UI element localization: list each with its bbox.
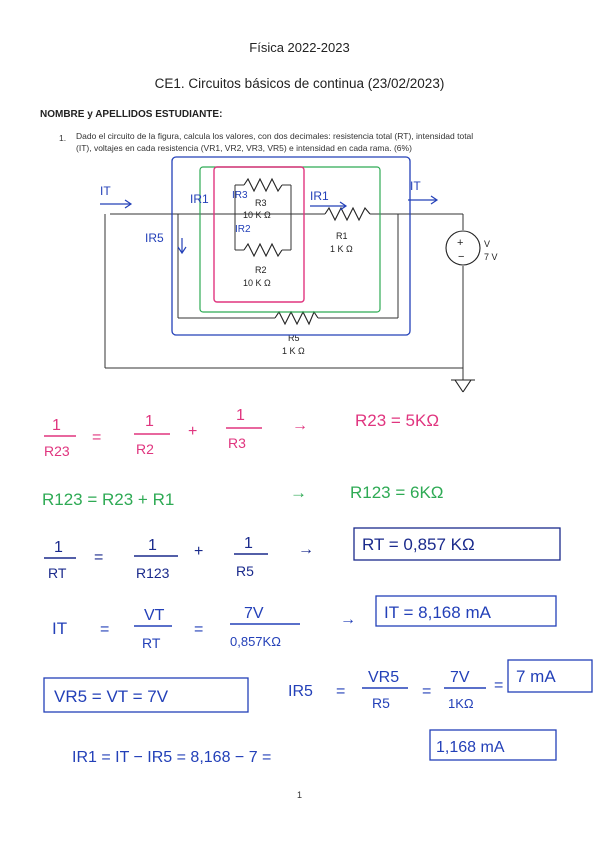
l3-result: RT = 0,857 KΩ [362,535,475,554]
note-ir1-top: IR1 [310,189,329,203]
l3-t2-num: 1 [244,535,253,552]
l1-t2-den: R3 [228,435,246,451]
l5-lhs: IR5 [288,683,313,700]
work-line3: 1 RT = 1 R123 + 1 R5 → RT = 0,857 KΩ [44,527,561,581]
l4-result-box [375,595,557,627]
student-name-label: NOMBRE y APELLIDOS ESTUDIANTE: [40,109,223,120]
label-source-value: 7 V [484,252,498,262]
mesh-outline-green [199,166,381,313]
l1-t1-num: 1 [145,413,154,430]
note-ir5: IR5 [145,231,164,245]
mesh-outline-pink [213,166,305,303]
l2-text: R123 = R23 + R1 [42,490,174,509]
l5-boxed-box [43,677,249,713]
l3-eq: = [94,549,103,566]
l1-t1-den: R2 [136,441,154,457]
note-ir3: IR3 [232,190,248,201]
label-r3: R3 [255,198,267,208]
l3-result-box [353,527,561,561]
l4-result: IT = 8,168 mA [384,603,492,622]
l4-eq2: = [194,621,203,638]
note-it-right: IT [410,179,421,193]
l5-f2-den: 1KΩ [448,696,474,711]
work-line2: R123 = R23 + R1 → R123 = 6KΩ [42,483,444,509]
label-r1-value: 1 K Ω [330,244,353,254]
current-notes: IT IT IR1 IR1 IR5 IR3 IR2 [100,179,421,245]
l1-lhs-den: R23 [44,443,70,459]
l4-f2-den: 0,857KΩ [230,634,281,649]
l5-boxed: VR5 = VT = 7V [54,687,169,706]
resistor-r2 [243,242,283,258]
resistor-r1 [324,206,371,222]
l3-plus: + [194,543,203,560]
l1-result: R23 = 5KΩ [355,411,439,430]
svg-text:−: − [458,251,464,263]
mesh-outline-blue [171,156,411,336]
label-r2: R2 [255,265,267,275]
l5-f2-num: 7V [450,669,470,686]
exam-title: CE1. Circuitos básicos de continua (23/0… [154,76,445,91]
label-r5: R5 [288,333,300,343]
l3-t2-den: R5 [236,563,254,579]
l1-lhs-num: 1 [52,417,61,434]
voltage-source: + − [445,230,481,266]
circuit-wires [104,184,464,380]
l5-result-box [507,659,593,693]
l6-result: 1,168 mA [436,739,505,756]
l2-arrow: → [290,483,307,502]
ground-symbol-icon [451,379,475,393]
l3-t1-num: 1 [148,537,157,554]
l4-f2-num: 7V [244,605,264,622]
l5-f1-num: VR5 [368,669,399,686]
l5-f1-den: R5 [372,695,390,711]
l6-result-box [429,729,557,761]
l5-eq: = [336,683,345,700]
resistor-r3 [243,177,283,193]
l4-f1-den: RT [142,635,161,651]
l3-t1-den: R123 [136,565,170,581]
label-r3-value: 10 K Ω [243,210,271,220]
l3-arrow: → [298,541,314,558]
label-source-v: V [484,239,490,249]
l5-eq3: = [494,677,503,694]
l1-t2-num: 1 [236,407,245,424]
question-text-line2: (IT), voltajes en cada resistencia (VR1,… [76,143,412,153]
l2-result: R123 = 6KΩ [350,483,444,502]
l1-plus: + [188,423,197,440]
l4-arrow: → [340,611,356,628]
handwritten-solution: 1 R23 = 1 R2 + 1 R3 → R23 = 5KΩ R123 = R… [42,407,593,766]
l4-lhs: IT [52,619,67,638]
label-r5-value: 1 K Ω [282,346,305,356]
l6-text: IR1 = IT − IR5 = 8,168 − 7 = [72,749,271,766]
question-number: 1. [59,133,67,143]
question-text-line1: Dado el circuito de la figura, calcula l… [76,131,474,141]
label-r2-value: 10 K Ω [243,278,271,288]
svg-text:+: + [457,237,463,249]
l5-result: 7 mA [516,667,556,686]
current-arrows [100,195,439,255]
work-line4: IT = VT RT = 7V 0,857KΩ → IT = 8,168 mA [52,595,557,651]
label-r1: R1 [336,231,348,241]
work-line6: IR1 = IT − IR5 = 8,168 − 7 = 1,168 mA [72,729,557,766]
course-title: Física 2022-2023 [249,40,350,55]
note-ir1-mid: IR1 [190,192,209,206]
l4-f1-num: VT [144,607,165,624]
l1-arrow: → [292,417,308,434]
note-ir2: IR2 [235,224,251,235]
l4-eq: = [100,621,109,638]
work-line1: 1 R23 = 1 R2 + 1 R3 → R23 = 5KΩ [44,407,439,459]
l1-eq: = [92,429,101,446]
note-it-left: IT [100,184,111,198]
resistor-r5 [274,310,319,326]
l3-lhs-num: 1 [54,539,63,556]
l3-lhs-den: RT [48,565,67,581]
work-line5: VR5 = VT = 7V IR5 = VR5 R5 = 7V 1KΩ = 7 … [43,659,593,713]
circuit-diagram: + − R3 10 K Ω R2 10 K Ω R1 1 K Ω R5 1 K … [100,156,498,393]
page-number: 1 [296,790,302,800]
l5-eq2: = [422,683,431,700]
